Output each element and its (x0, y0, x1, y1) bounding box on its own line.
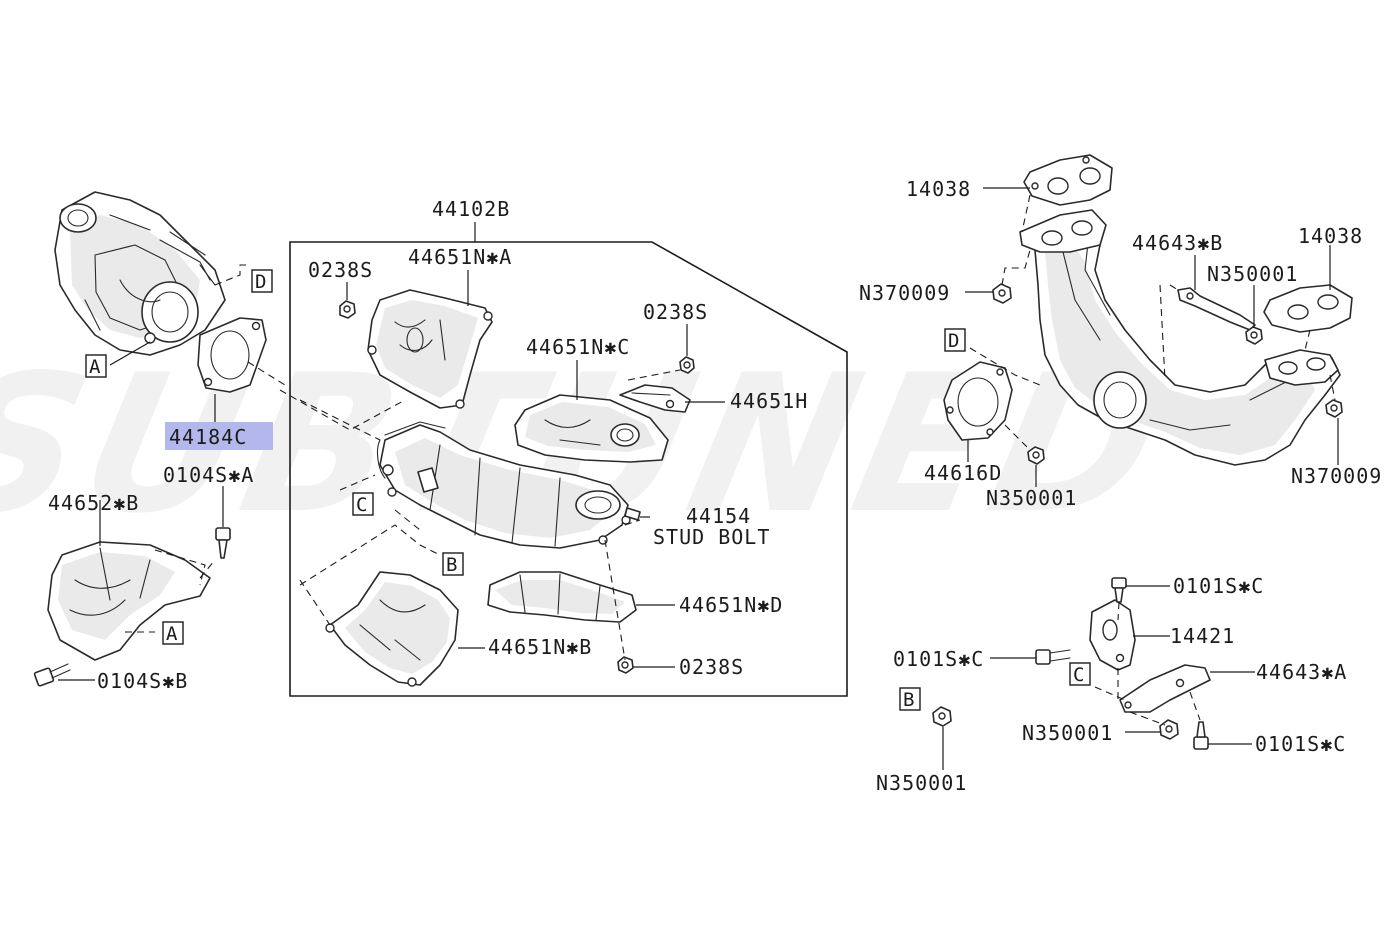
bracket-14421 (1089, 599, 1136, 671)
upper-heat-shield-44651N-A (367, 289, 493, 409)
label-0238S-top[interactable]: 0238S (308, 258, 373, 282)
label-N370009-left[interactable]: N370009 (859, 281, 950, 305)
svg-text:C: C (1073, 664, 1084, 686)
heat-shield-44651N-D (487, 571, 637, 623)
label-44651N-B[interactable]: 44651N✱B (488, 635, 592, 659)
label-44154[interactable]: 44154 (686, 504, 751, 528)
ref-box-C-right: C (1069, 662, 1091, 686)
nut-N370009-left (992, 283, 1012, 304)
bolt-0104S-A (215, 527, 231, 559)
gasket-14038-left (1023, 154, 1113, 206)
highlight-44184C (165, 422, 273, 450)
bolt-0101S-C-top (1111, 577, 1127, 603)
label-N350001-low[interactable]: N350001 (1022, 721, 1113, 745)
label-44651H[interactable]: 44651H (730, 389, 808, 413)
label-14038-right[interactable]: 14038 (1298, 224, 1363, 248)
label-0104S-A[interactable]: 0104S✱A (163, 463, 254, 487)
label-14421[interactable]: 14421 (1170, 624, 1235, 648)
heat-shield-44651N-B (325, 571, 459, 687)
label-N350001-mid[interactable]: N350001 (986, 486, 1077, 510)
nut-N370009-right (1325, 399, 1343, 418)
turbo-outlet-gasket (197, 317, 267, 393)
bracket-44643-A (1119, 664, 1211, 713)
svg-text:B: B (446, 554, 457, 576)
label-0101S-C-left[interactable]: 0101S✱C (893, 647, 984, 671)
y-pipe (1019, 209, 1341, 466)
nut-0238S-right (679, 356, 695, 374)
gasket-44616D (943, 361, 1013, 441)
label-44184C[interactable]: 44184C (169, 425, 247, 449)
turbocharger-assembly (54, 191, 226, 356)
small-shield-44651H (619, 384, 691, 413)
ref-box-A-lower: A (162, 621, 184, 645)
label-44102B[interactable]: 44102B (432, 197, 510, 221)
nut-N350001-low (1159, 719, 1179, 740)
label-44616D[interactable]: 44616D (924, 461, 1002, 485)
label-0101S-C-top[interactable]: 0101S✱C (1173, 574, 1264, 598)
label-44643-B[interactable]: 44643✱B (1132, 231, 1223, 255)
ref-box-D-right: D (944, 328, 966, 352)
bolt-0104S-B (33, 663, 71, 687)
svg-text:D: D (255, 271, 266, 293)
ref-box-B-mid: B (442, 552, 464, 576)
ref-box-B-right: B (899, 687, 921, 711)
nut-0238S-bottom (617, 656, 634, 674)
svg-text:C: C (356, 494, 367, 516)
label-N350001-bottom[interactable]: N350001 (876, 771, 967, 795)
heat-shield-44651N-C (514, 394, 669, 463)
svg-text:D: D (948, 330, 959, 352)
label-14038-left[interactable]: 14038 (906, 177, 971, 201)
label-N350001-upper[interactable]: N350001 (1207, 262, 1298, 286)
label-44643-A[interactable]: 44643✱A (1256, 660, 1347, 684)
label-N370009-right[interactable]: N370009 (1291, 464, 1382, 488)
label-44652-B[interactable]: 44652✱B (48, 491, 139, 515)
label-44651N-D[interactable]: 44651N✱D (679, 593, 783, 617)
label-0238S-bottom[interactable]: 0238S (679, 655, 744, 679)
turbo-heat-cover (47, 541, 211, 661)
label-0238S-right[interactable]: 0238S (643, 300, 708, 324)
label-stud-bolt[interactable]: STUD BOLT (653, 525, 770, 549)
svg-text:A: A (166, 623, 178, 645)
nut-N350001-mid (1027, 446, 1045, 465)
ref-box-A-upper: A (85, 354, 107, 378)
assembly-frame (289, 241, 848, 697)
stud-bolt-44154 (624, 507, 641, 521)
label-44651N-C[interactable]: 44651N✱C (526, 335, 630, 359)
bolt-0101S-C-left (1035, 649, 1071, 665)
label-44651N-A[interactable]: 44651N✱A (408, 245, 512, 269)
nut-0238S-top (339, 300, 356, 319)
catalytic-converter (376, 421, 631, 549)
ref-box-C-mid: C (352, 492, 374, 516)
svg-text:B: B (903, 689, 914, 711)
bracket-44643-B (1177, 287, 1256, 331)
label-0101S-C-bottom[interactable]: 0101S✱C (1255, 732, 1346, 756)
label-0104S-B[interactable]: 0104S✱B (97, 669, 188, 693)
bolt-0101S-C-bottom (1193, 721, 1209, 750)
nut-N350001-bottom (932, 706, 952, 727)
gasket-14038-right (1263, 284, 1353, 333)
svg-text:A: A (89, 356, 101, 378)
nut-N350001-upper (1245, 326, 1263, 345)
ref-box-D-upper: D (251, 269, 273, 293)
